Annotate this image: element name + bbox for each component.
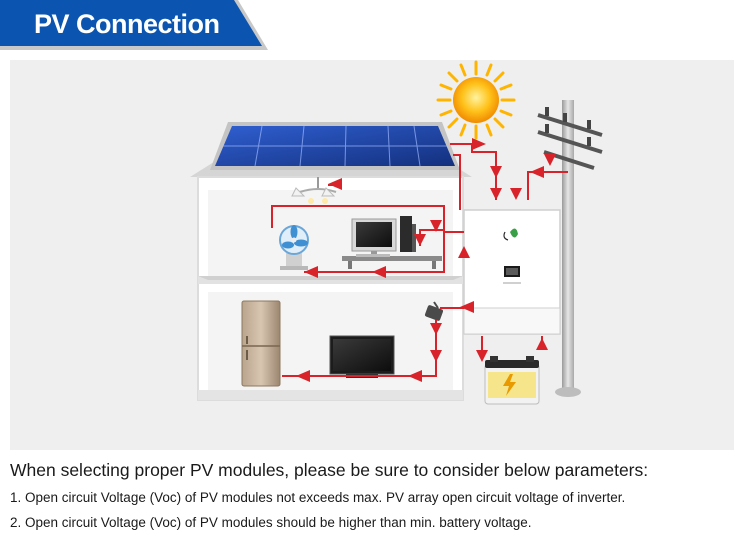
diagram-panel — [10, 60, 734, 450]
arrow-up-icon — [536, 338, 548, 350]
sun-icon — [436, 60, 516, 140]
arrow-left-icon — [296, 370, 310, 382]
arrow-left-icon — [328, 178, 342, 190]
arrow-down-icon — [430, 220, 442, 232]
arrow-down-icon — [430, 350, 442, 362]
pv-connection-diagram — [190, 60, 603, 405]
caption-point: 2. Open circuit Voltage (Voc) of PV modu… — [10, 515, 532, 530]
wire-panel-to-inverter-b — [453, 154, 461, 210]
page-title: PV Connection — [34, 9, 220, 39]
arrow-down-icon — [414, 234, 426, 246]
title-tab — [0, 0, 268, 50]
arrow-left-icon — [372, 266, 386, 278]
arrow-down-icon — [490, 188, 502, 200]
caption-heading: When selecting proper PV modules, please… — [10, 460, 649, 480]
battery-icon — [484, 356, 540, 405]
arrow-left-icon — [408, 370, 422, 382]
wire-to-fan — [304, 232, 445, 273]
arrow-right-icon — [472, 138, 486, 150]
refrigerator-icon — [241, 300, 281, 387]
flow-arrows — [296, 138, 556, 382]
desktop-computer-icon — [342, 216, 442, 269]
wiring — [271, 143, 568, 377]
arrow-down-icon — [490, 166, 502, 178]
wire-grid-to-inverter — [527, 171, 568, 200]
caption-point: 1. Open circuit Voltage (Voc) of PV modu… — [10, 490, 626, 505]
arrow-left-icon — [304, 266, 318, 278]
arrow-down-icon — [544, 154, 556, 166]
arrow-up-icon — [458, 246, 470, 258]
wall-switch-icon — [424, 301, 444, 321]
arrow-left-icon — [530, 166, 544, 178]
television-icon — [329, 335, 395, 378]
arrow-down-icon — [430, 323, 442, 335]
hybrid-inverter — [463, 209, 561, 335]
ceiling-light-icon — [291, 177, 337, 204]
arrow-left-icon — [460, 301, 474, 313]
arrow-down-icon — [476, 350, 488, 362]
wire-inverter-to-upper-floor — [271, 205, 464, 233]
arrow-down-icon — [510, 188, 522, 200]
solar-panel — [210, 122, 460, 170]
fan-icon — [279, 225, 309, 270]
title-tab-fill — [0, 0, 262, 46]
